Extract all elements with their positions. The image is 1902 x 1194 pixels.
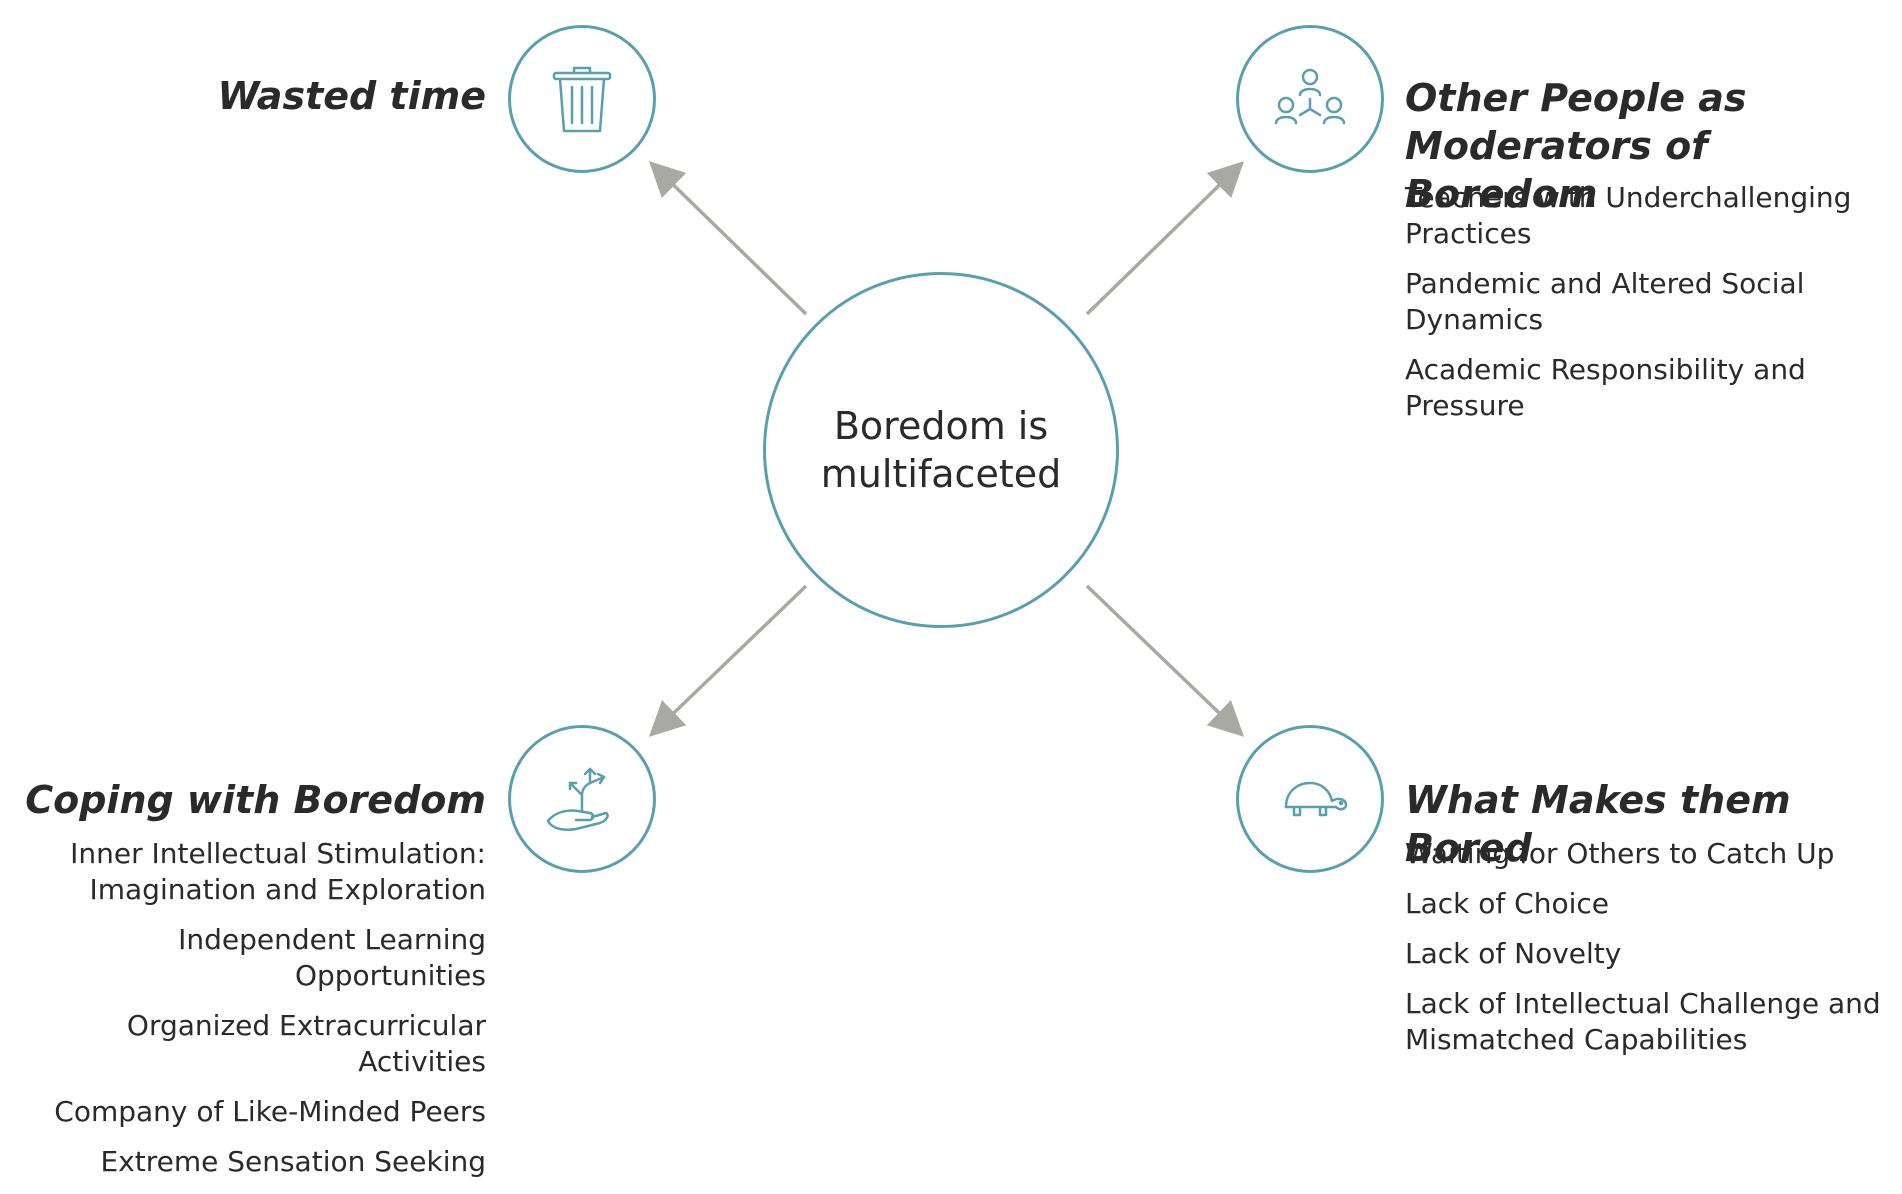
list-item: Inner Intellectual Stimulation: Imaginat… (70, 837, 486, 906)
coping-icon-circle (508, 725, 656, 873)
list-item: Extreme Sensation Seeking (100, 1145, 486, 1178)
list-item: Company of Like-Minded Peers (54, 1095, 486, 1128)
other-people-icon-circle (1236, 25, 1384, 173)
arrow-to-coping (648, 584, 808, 737)
arrow-to-other-people (1085, 161, 1245, 316)
hand-arrows-icon (546, 767, 609, 831)
center-circle: Boredom is multifaceted (763, 272, 1119, 628)
list-item: Waiting for Others to Catch Up (1405, 837, 1835, 870)
what-makes-bored-list: Waiting for Others to Catch Up Lack of C… (1405, 836, 1900, 1072)
list-item: Lack of Choice (1405, 887, 1609, 920)
wasted-time-heading: Wasted time (217, 74, 486, 118)
other-people-heading: Other People as Moderators of Boredom (1405, 76, 1747, 216)
other-people-list: Teachers with Underchallenging Practices… (1405, 180, 1885, 438)
list-item: Pandemic and Altered Social Dynamics (1405, 267, 1805, 336)
what-makes-bored-heading: What Makes them Bored (1405, 778, 1791, 870)
arrow-to-wasted-time (648, 161, 808, 316)
list-item: Independent Learning Opportunities (178, 923, 486, 992)
list-item: Lack of Novelty (1405, 937, 1622, 970)
list-item: Academic Responsibility and Pressure (1405, 353, 1806, 422)
list-item: Teachers with Underchallenging Practices (1405, 181, 1852, 250)
what-makes-bored-icon-circle (1236, 725, 1384, 873)
turtle-icon (1284, 781, 1348, 817)
people-network-icon (1274, 68, 1346, 125)
list-item: Lack of Intellectual Challenge and Misma… (1405, 987, 1881, 1056)
coping-list: Inner Intellectual Stimulation: Imaginat… (6, 836, 486, 1194)
center-title: Boredom is multifaceted (820, 404, 1062, 496)
arrow-to-what-makes-bored (1085, 584, 1245, 737)
list-item: Organized Extracurricular Activities (126, 1009, 486, 1078)
trash-icon (552, 66, 612, 133)
wasted-time-icon-circle (508, 25, 656, 173)
coping-heading: Coping with Boredom (25, 778, 486, 822)
